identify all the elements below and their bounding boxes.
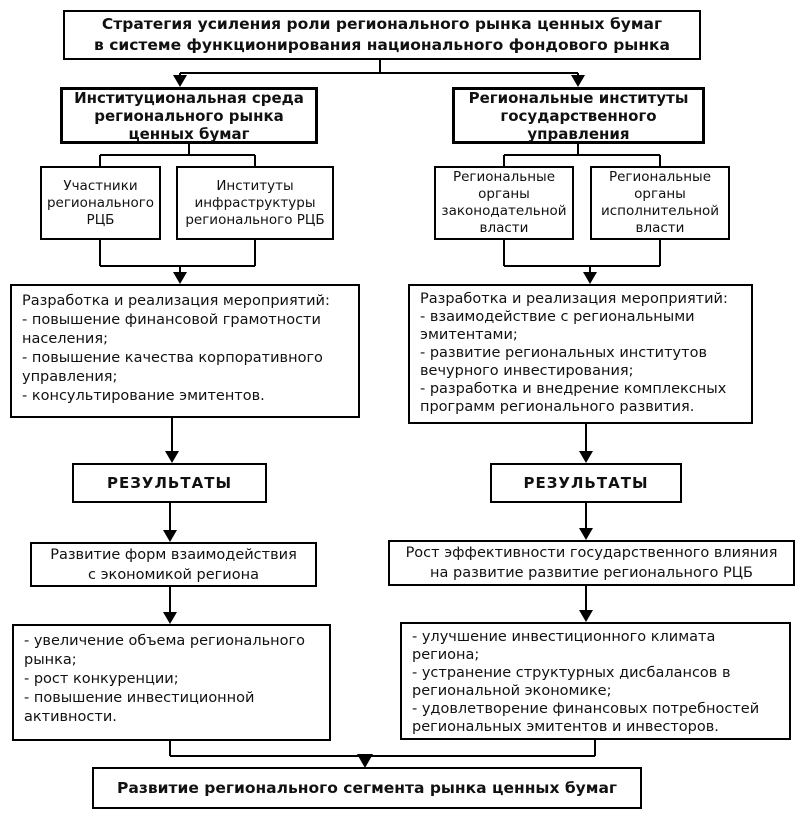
final-goal-box: Развитие регионального сегмента рынка це… [92,767,642,809]
bullet-item: - устранение структурных дисбалансов в р… [412,665,731,699]
bullet-item: - рост конкуренции; [24,671,179,687]
government-institutes-box: Региональные институты государственного … [452,87,705,144]
measures-left-box: Разработка и реализация мероприятий: - п… [10,284,360,418]
box-line: исполнительной [600,203,720,219]
participants-box: Участники регионального РЦБ [40,166,161,240]
box-line: Разработка и реализация мероприятий: [22,293,330,309]
box-line: Участники [63,177,138,194]
box-line: управления [527,124,630,143]
box-line: власти [635,220,685,236]
measures-right-box: Разработка и реализация мероприятий: - в… [408,284,753,424]
investment-climate-effects-box: - улучшение инвестиционного климата реги… [400,622,791,740]
bullet-item: - удовлетворение финансовых потребностей… [412,701,760,735]
bullet-item: - повышение качества корпоративного упра… [22,350,323,385]
bullet-item: - увеличение объема регионального рынка; [24,633,305,668]
interaction-development-box: Развитие форм взаимодействия с экономико… [30,542,317,587]
box-line: Развитие форм взаимодействия [50,546,297,563]
bullet-item: - развитие региональных институтов вечур… [420,345,707,379]
box-line: с экономикой региона [88,566,259,583]
title-line: Стратегия усиления роли регионального ры… [101,15,663,33]
box-line: регионального [46,194,155,211]
connector-final-merge [169,740,596,768]
box-line: ценных бумаг [128,124,250,143]
box-line: власти [479,220,529,236]
connector-env-children [99,144,256,166]
state-influence-box: Рост эффективности государственного влия… [388,540,795,586]
connector-left-chain [163,418,179,624]
executive-authorities-box: Региональные органы исполнительной власт… [590,166,730,240]
box-line: Региональные [452,169,556,185]
bullet-item: - улучшение инвестиционного климата реги… [412,629,716,663]
box-line: инфраструктуры [194,194,316,211]
legislative-authorities-box: Региональные органы законодательной влас… [434,166,574,240]
box-line: Региональные институты [468,88,689,107]
results-right-box: РЕЗУЛЬТАТЫ [490,463,682,503]
box-line: Разработка и реализация мероприятий: [420,291,728,307]
connector-left-merge [99,240,256,284]
title-box: Стратегия усиления роли регионального ры… [63,10,701,60]
connector-gov-children [503,144,661,166]
connector-right-chain [579,424,593,622]
bullet-item: - взаимодействие с региональными эмитент… [420,309,695,343]
final-goal-label: Развитие регионального сегмента рынка це… [117,779,617,797]
title-line: в системе функционирования национального… [93,36,671,54]
box-line: органы [634,186,686,202]
box-line: Рост эффективности государственного влия… [405,545,778,561]
bullet-item: - консультирование эмитентов. [22,388,265,404]
box-line: государственного [500,106,657,125]
box-line: РЦБ [86,211,115,228]
connector-right-merge [503,240,661,284]
box-line: регионального рынка [94,106,284,125]
box-line: на развитие развитие регионального РЦБ [430,565,753,581]
bullet-item: - повышение инвестиционной активности. [24,690,255,725]
bullet-item: - повышение финансовой грамотности насел… [22,312,321,347]
box-line: Институты [216,177,294,194]
results-label: РЕЗУЛЬТАТЫ [107,474,232,492]
results-label: РЕЗУЛЬТАТЫ [523,474,649,492]
box-line: Региональные [608,169,712,185]
bullet-item: - разработка и внедрение комплексных про… [420,381,727,415]
box-line: законодательной [441,203,567,219]
box-line: регионального РЦБ [185,211,325,228]
results-left-box: РЕЗУЛЬТАТЫ [72,463,267,503]
box-line: органы [478,186,530,202]
infrastructure-box: Институты инфраструктуры регионального Р… [176,166,334,240]
box-line: Институциональная среда [74,88,304,107]
institutional-environment-box: Институциональная среда регионального ры… [60,87,318,144]
connector-title-split [173,60,585,87]
market-effects-box: - увеличение объема регионального рынка;… [12,624,331,741]
